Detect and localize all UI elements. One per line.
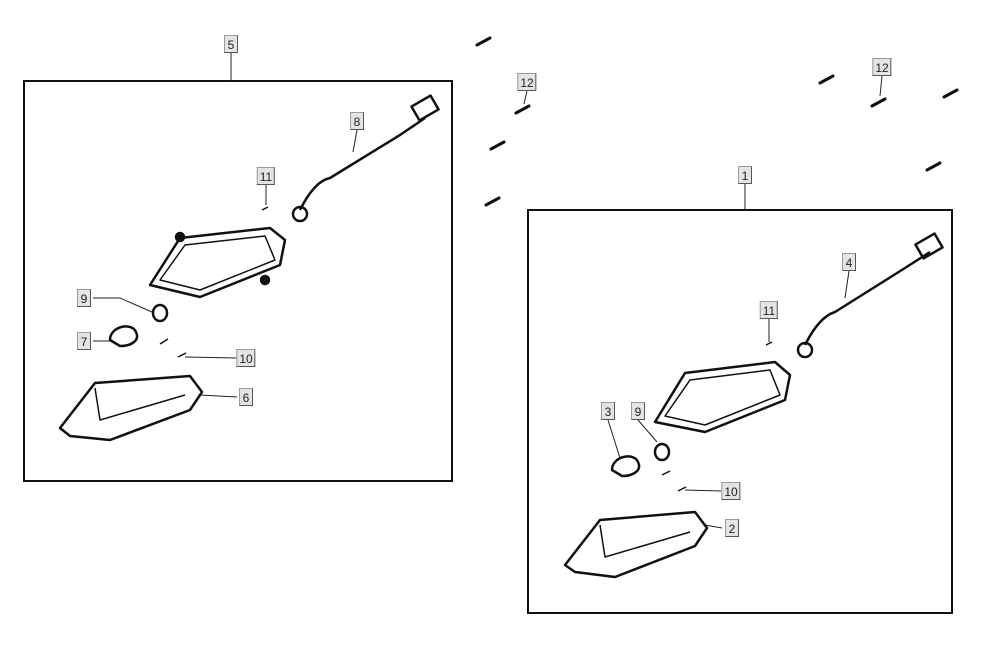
callout-11: 11: [759, 301, 779, 319]
lamp-housing: [653, 360, 792, 434]
socket: [610, 455, 641, 478]
callout-11: 11: [256, 167, 276, 185]
connector-wire-harness: [291, 94, 440, 223]
callout-8: 8: [350, 112, 364, 130]
callout-9: 9: [77, 289, 91, 307]
assembly-box-right: [527, 209, 953, 614]
callout-12: 12: [872, 58, 892, 76]
callout-5: 5: [224, 35, 238, 53]
callout-12: 12: [517, 73, 537, 91]
bulb: [151, 303, 169, 323]
lamp-housing: [148, 226, 287, 299]
callout-2: 2: [725, 519, 739, 537]
callout-3: 3: [601, 402, 615, 420]
lens: [58, 374, 204, 442]
leader-lines: [93, 53, 883, 529]
screw: [661, 341, 773, 492]
callout-10: 10: [721, 482, 741, 500]
connector-wire-harness: [796, 232, 944, 359]
bulb: [653, 442, 671, 462]
screw: [261, 206, 269, 211]
assembly-box-left: [23, 80, 453, 482]
lens: [563, 510, 709, 579]
socket: [108, 325, 139, 348]
callout-10: 10: [236, 349, 256, 367]
callout-1: 1: [738, 166, 752, 184]
screws-loose: [475, 36, 959, 207]
callout-4: 4: [842, 253, 856, 271]
screw: [159, 338, 187, 358]
callout-9: 9: [631, 402, 645, 420]
callout-6: 6: [239, 388, 253, 406]
callout-7: 7: [77, 332, 91, 350]
